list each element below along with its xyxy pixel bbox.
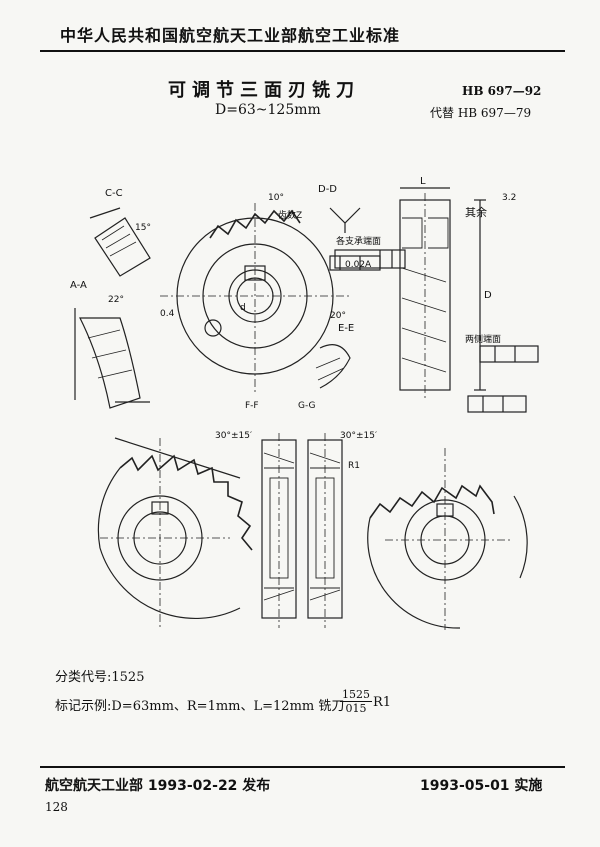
issue-date: 航空航天工业部 1993-02-22 发布 xyxy=(45,778,271,794)
replaces-standard: 代替 HB 697—79 xyxy=(430,106,532,120)
label-dimension-d: D xyxy=(484,290,492,301)
size-range: D=63~125mm xyxy=(215,102,321,118)
implementation-date: 1993-05-01 实施 xyxy=(420,778,543,794)
label-angle-10: 10° xyxy=(268,193,284,203)
marking-code-numerator: 1525 xyxy=(340,688,372,702)
section-gg-view xyxy=(307,433,343,628)
label-r1: R1 xyxy=(348,461,360,471)
marking-code-denominator: 015 xyxy=(345,702,367,715)
label-both-sides: 两侧端面 xyxy=(465,333,501,345)
section-aa xyxy=(74,308,150,409)
label-cc: C-C xyxy=(105,188,123,199)
document-title: 可调节三面刃铣刀 xyxy=(168,80,360,101)
label-ee: E-E xyxy=(338,323,354,334)
cutter-technical-drawing: C-C D-D A-A E-E F-F G-G 齿数Z 10° 15° 22° … xyxy=(70,176,539,630)
label-gg: G-G xyxy=(298,401,316,411)
label-tolerance: 0.02 xyxy=(345,260,365,270)
header-rule xyxy=(40,50,565,52)
label-roughness-32: 3.2 xyxy=(502,193,516,203)
label-dimension-d1: d xyxy=(240,303,246,313)
label-dd: D-D xyxy=(318,184,337,195)
label-angle-22: 22° xyxy=(108,295,124,305)
front-view-upper xyxy=(160,203,350,393)
marking-code-fraction: 1525 015 xyxy=(340,688,372,715)
label-angle-30-right: 30°±15′ xyxy=(340,431,377,441)
page-number: 128 xyxy=(45,800,68,814)
classification-code: 分类代号:1525 xyxy=(55,670,145,685)
marking-example: 标记示例:D=63mm、R=1mm、L=12mm 铣刀 xyxy=(55,699,345,714)
label-angle-20: 20° xyxy=(330,311,346,321)
standard-number: HB 697—92 xyxy=(462,84,542,98)
side-section-view xyxy=(329,187,539,413)
label-dimension-l: L xyxy=(420,176,426,187)
section-ee xyxy=(315,344,351,389)
front-view-lower-right xyxy=(367,448,528,630)
front-view-lower-left xyxy=(97,437,253,628)
label-datum: A xyxy=(365,260,372,270)
label-aa: A-A xyxy=(70,280,87,291)
label-roughness-04: 0.4 xyxy=(160,309,175,319)
label-angle-15: 15° xyxy=(135,223,151,233)
label-teeth: 齿数Z xyxy=(278,209,302,221)
section-ff-view xyxy=(261,433,297,628)
issuing-organization: 中华人民共和国航空航天工业部航空工业标准 xyxy=(60,26,401,45)
label-side-runout: 各支承端面 xyxy=(336,235,381,247)
section-cc xyxy=(89,207,151,277)
footer-rule xyxy=(40,766,565,768)
label-ff: F-F xyxy=(245,401,259,411)
marking-code-suffix: R1 xyxy=(373,695,392,710)
label-angle-30-left: 30°±15′ xyxy=(215,431,252,441)
label-allowance: 其余 xyxy=(465,205,487,219)
